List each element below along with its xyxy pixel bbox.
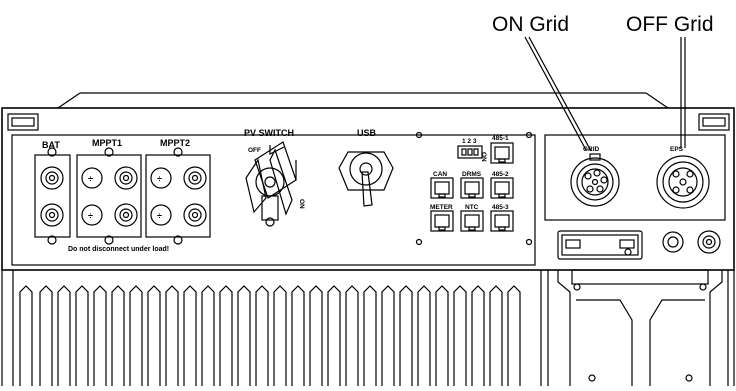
port-drms-label: DRMS xyxy=(462,171,482,178)
svg-text:÷: ÷ xyxy=(88,211,93,221)
port-485-2[interactable] xyxy=(490,177,514,199)
cable-gland-left xyxy=(662,231,684,253)
eps-connector[interactable] xyxy=(656,155,710,209)
port-485-1[interactable] xyxy=(490,142,514,164)
dip-switch[interactable] xyxy=(457,145,483,159)
svg-text:÷: ÷ xyxy=(88,174,93,184)
port-can-label: CAN xyxy=(433,171,447,178)
mppt1-label: MPPT1 xyxy=(92,138,122,148)
cable-cover xyxy=(557,269,723,386)
mount-slots xyxy=(7,113,730,131)
pv-switch-label: PV SWITCH xyxy=(244,128,294,138)
grid-label: GRID xyxy=(583,146,600,153)
pv-switch-knob[interactable] xyxy=(245,141,297,227)
dip-switch-numbers: 1 2 3 xyxy=(462,138,477,145)
cover-plate xyxy=(557,230,643,260)
heatsink-fins xyxy=(1,270,549,386)
port-drms[interactable] xyxy=(460,177,484,199)
port-485-3[interactable] xyxy=(490,210,514,232)
off-grid-leader-line xyxy=(680,37,686,148)
comm-area-screws xyxy=(415,131,533,246)
on-grid-callout: ON Grid xyxy=(492,13,569,36)
svg-text:÷: ÷ xyxy=(157,211,162,221)
inverter-panel xyxy=(1,107,735,271)
off-grid-callout: OFF Grid xyxy=(626,13,714,36)
port-485-1-label: 485-1 xyxy=(492,135,509,142)
port-can[interactable] xyxy=(430,177,454,199)
dip-switch-on-mark: ON xyxy=(480,152,487,162)
usb-label: USB xyxy=(357,128,377,138)
pv-switch-off-label: OFF xyxy=(248,147,261,154)
port-485-3-label: 485-3 xyxy=(492,204,509,211)
mppt2-connector-block: ÷ ÷ xyxy=(145,147,211,245)
cable-gland-right xyxy=(697,230,721,254)
bat-connector-block xyxy=(34,147,71,245)
bat-label: BAT xyxy=(42,140,60,150)
warning-text: Do not disconnect under load! xyxy=(68,246,169,253)
port-ntc[interactable] xyxy=(460,210,484,232)
port-ntc-label: NTC xyxy=(465,204,479,211)
side-fins xyxy=(727,270,735,386)
on-grid-leader-line xyxy=(524,36,592,152)
grid-connector[interactable] xyxy=(570,153,620,207)
pv-switch-on-label: ON xyxy=(298,199,305,209)
port-meter-label: METER xyxy=(430,204,453,211)
eps-label: EPS xyxy=(670,146,684,153)
mppt1-connector-block: ÷ ÷ xyxy=(76,147,142,245)
port-485-2-label: 485-2 xyxy=(492,171,509,178)
housing-top xyxy=(57,92,669,109)
usb-port-cap[interactable] xyxy=(338,151,394,207)
mppt2-label: MPPT2 xyxy=(160,138,190,148)
port-meter[interactable] xyxy=(430,210,454,232)
svg-text:÷: ÷ xyxy=(157,174,162,184)
